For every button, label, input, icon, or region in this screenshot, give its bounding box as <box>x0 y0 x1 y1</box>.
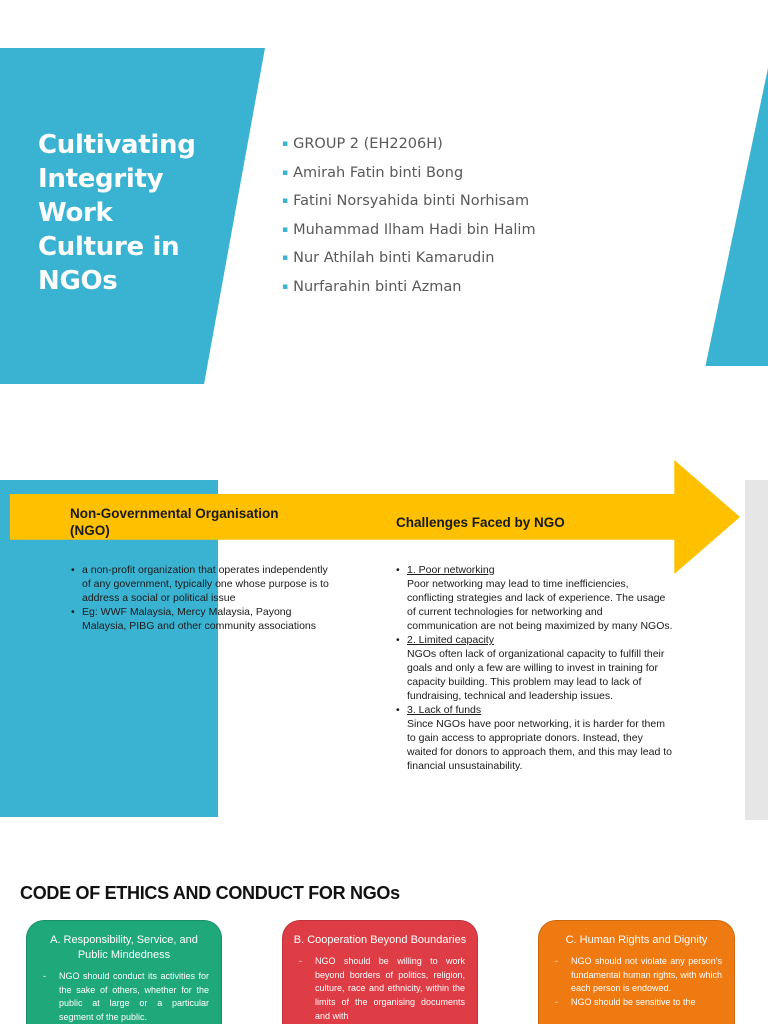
member-name: Muhammad Ilham Hadi bin Halim <box>293 221 536 238</box>
card-point: NGO should be sensitive to the <box>553 996 722 1010</box>
member-item: ▪ Fatini Norsyahida binti Norhisam <box>282 190 536 219</box>
title-line: Integrity <box>38 164 164 194</box>
ngo-definition-list: a non-profit organization that operates … <box>70 563 338 633</box>
challenge-title: 2. Limited capacity <box>407 634 494 646</box>
grey-edge <box>745 480 768 820</box>
ngo-heading: Non-Governmental Organisation (NGO) <box>70 505 330 539</box>
card-point: NGO should not violate any person's fund… <box>553 955 722 996</box>
bullet-icon: ▪ <box>282 139 289 149</box>
arrow-edge-line <box>9 492 10 540</box>
bullet-icon: ▪ <box>282 281 289 292</box>
card-point: NGO should be willing to work beyond bor… <box>297 955 465 1024</box>
card-point: NGO should conduct its activities for th… <box>41 970 209 1024</box>
challenges-list: 1. Poor networking Poor networking may l… <box>396 563 676 773</box>
member-name: Nurfarahin binti Azman <box>293 278 462 295</box>
bullet-icon: ▪ <box>282 196 289 207</box>
title-slide: Cultivating Integrity Work Culture in NG… <box>0 0 768 420</box>
bullet-icon: ▪ <box>282 253 289 264</box>
title-line: Culture in <box>38 232 180 262</box>
title-line: Work <box>38 198 113 228</box>
challenge-item: 3. Lack of funds Since NGOs have poor ne… <box>396 703 676 773</box>
challenge-item: 1. Poor networking Poor networking may l… <box>396 563 676 633</box>
slide-heading: CODE OF ETHICS AND CONDUCT FOR NGOs <box>20 883 400 903</box>
member-name: GROUP 2 (EH2206H) <box>293 136 443 152</box>
card-title: B. Cooperation Beyond Boundaries <box>293 934 467 946</box>
challenge-text: NGOs often lack of organizational capaci… <box>407 648 665 702</box>
challenge-item: 2. Limited capacity NGOs often lack of o… <box>396 633 676 703</box>
card-title: C. Human Rights and Dignity <box>565 934 708 946</box>
card-list: NGO should be willing to work beyond bor… <box>283 955 477 1024</box>
member-name: Amirah Fatin binti Bong <box>293 164 464 181</box>
member-item: ▪ Muhammad Ilham Hadi bin Halim <box>282 219 536 248</box>
member-name: Nur Athilah binti Kamarudin <box>293 250 495 267</box>
code-of-ethics-slide: CODE OF ETHICS AND CONDUCT FOR NGOs A. R… <box>0 860 768 1024</box>
challenge-title: 3. Lack of funds <box>407 704 482 716</box>
ngo-heading-line: (NGO) <box>70 523 110 538</box>
ngo-overview-slide: Non-Governmental Organisation (NGO) Chal… <box>0 446 768 832</box>
ethics-card-cooperation: B. Cooperation Beyond Boundaries NGO sho… <box>282 920 478 1024</box>
member-item: ▪ Amirah Fatin binti Bong <box>282 162 536 191</box>
challenge-text: Poor networking may lead to time ineffic… <box>407 578 673 632</box>
challenges-heading: Challenges Faced by NGO <box>396 515 565 530</box>
challenge-text: Since NGOs have poor networking, it is h… <box>407 718 672 772</box>
ethics-card-human-rights: C. Human Rights and Dignity NGO should n… <box>538 920 735 1024</box>
member-item: ▪ GROUP 2 (EH2206H) <box>282 133 536 162</box>
card-list: NGO should conduct its activities for th… <box>27 970 221 1024</box>
list-item: a non-profit organization that operates … <box>70 563 338 605</box>
ethics-card-responsibility: A. Responsibility, Service, and Public M… <box>26 920 222 1024</box>
title-line: Cultivating <box>38 130 196 160</box>
teal-accent-shape <box>705 68 768 366</box>
presentation-title: Cultivating Integrity Work Culture in NG… <box>38 128 208 298</box>
group-member-list: ▪ GROUP 2 (EH2206H) ▪ Amirah Fatin binti B… <box>282 133 536 305</box>
title-line: NGOs <box>38 266 118 296</box>
member-name: Fatini Norsyahida binti Norhisam <box>293 193 530 210</box>
challenge-title: 1. Poor networking <box>407 564 495 576</box>
ngo-heading-line: Non-Governmental Organisation <box>70 506 279 521</box>
bullet-icon: ▪ <box>282 167 289 178</box>
card-list: NGO should not violate any person's fund… <box>539 955 734 1010</box>
member-item: ▪ Nur Athilah binti Kamarudin <box>282 247 536 276</box>
member-item: ▪ Nurfarahin binti Azman <box>282 276 536 305</box>
list-item: Eg: WWF Malaysia, Mercy Malaysia, Payong… <box>70 605 338 633</box>
card-title: A. Responsibility, Service, and Public M… <box>50 934 198 961</box>
bullet-icon: ▪ <box>282 224 289 235</box>
